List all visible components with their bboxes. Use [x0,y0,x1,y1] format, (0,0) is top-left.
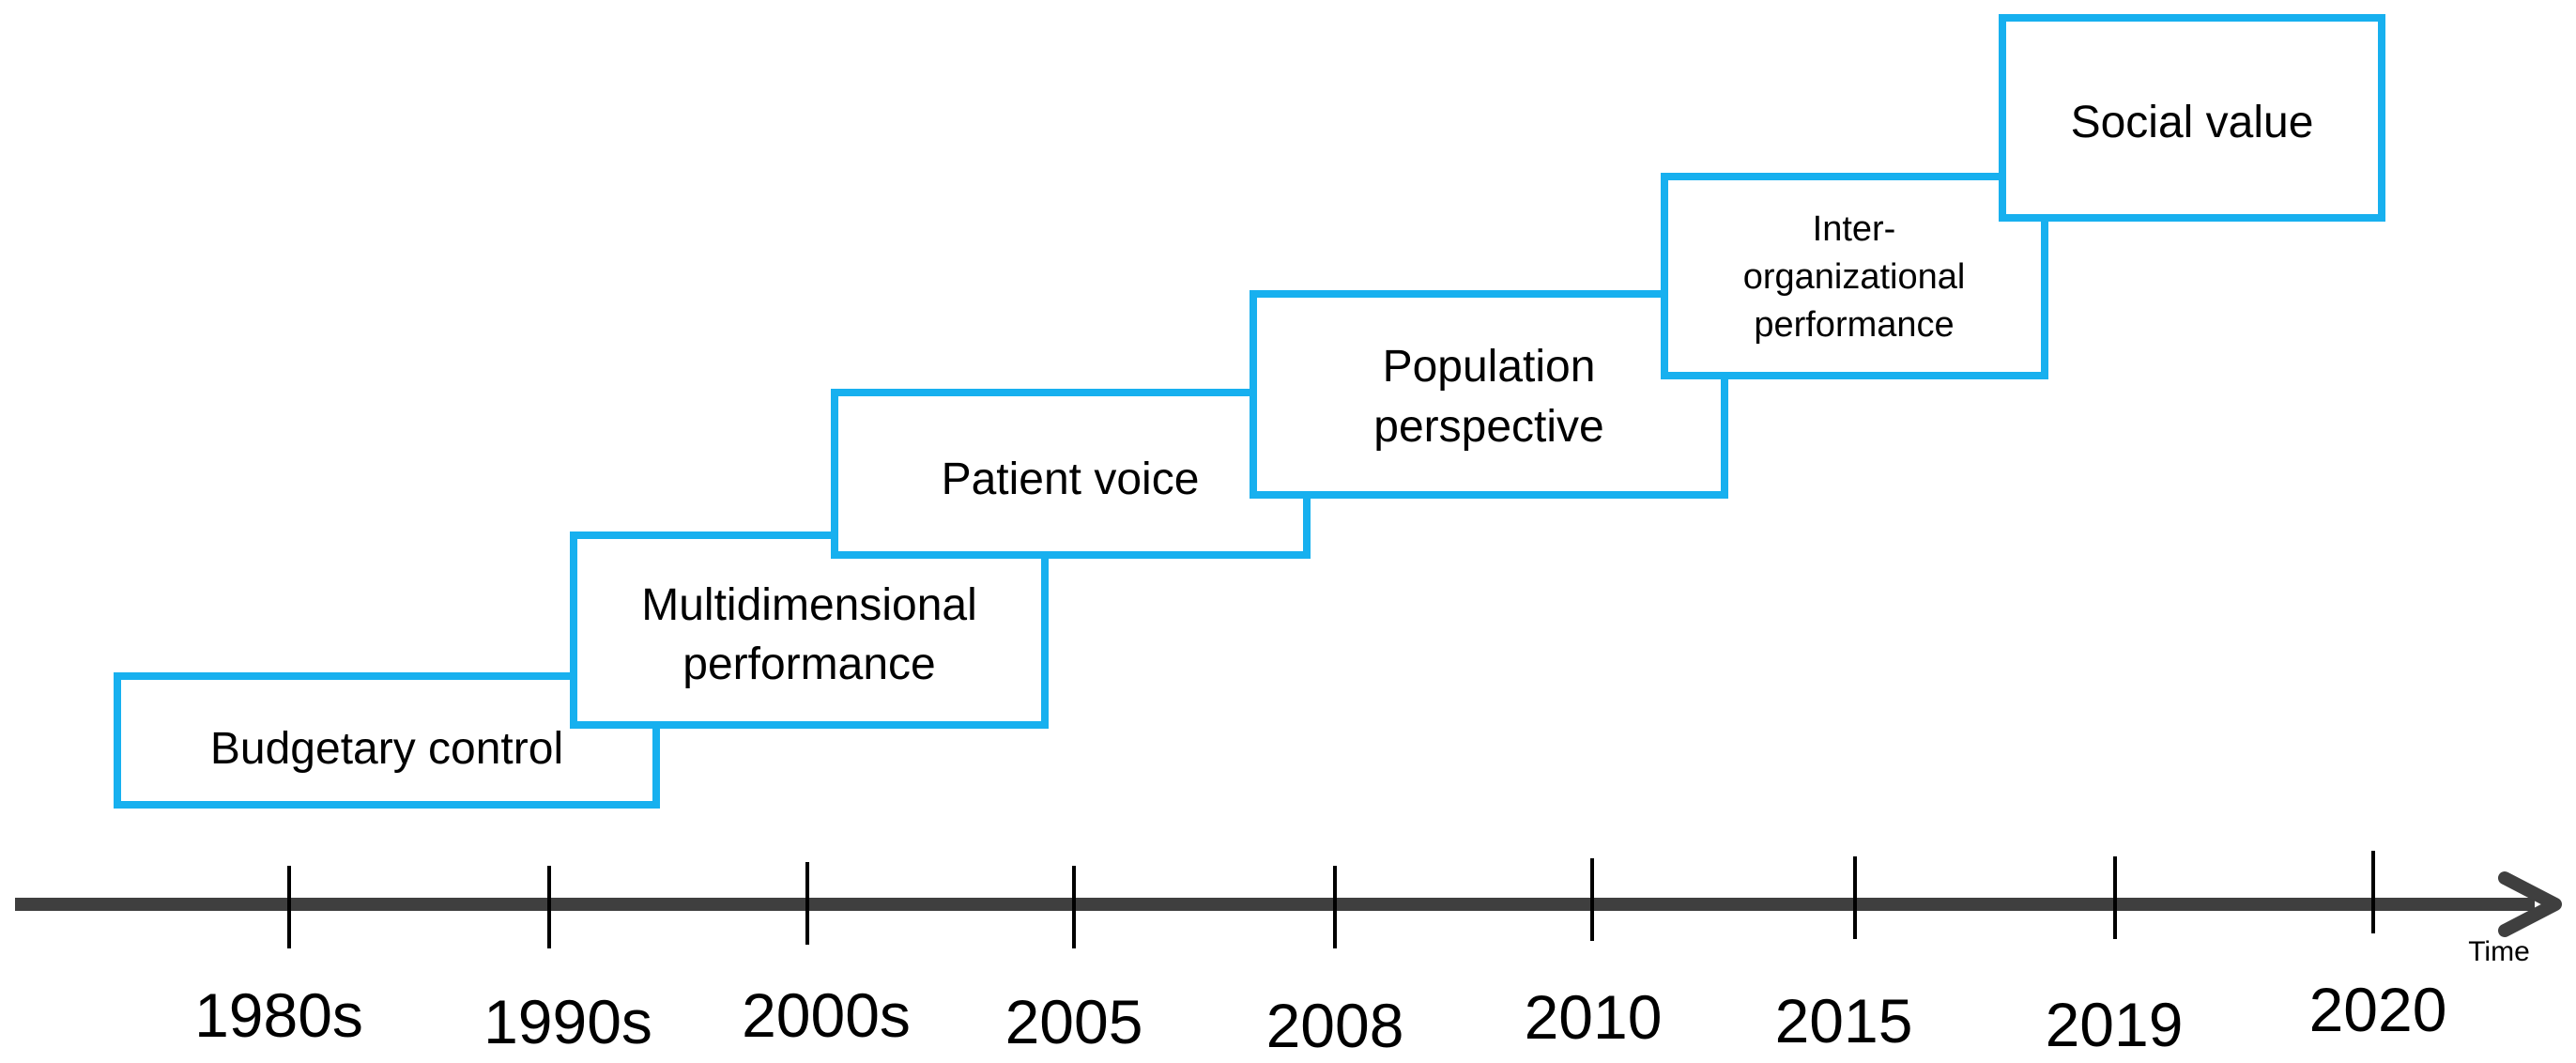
year-label: 2020 [2309,975,2447,1044]
year-label: 2005 [1005,987,1143,1056]
stage-budgetary-control: Budgetary control [114,672,660,809]
stage-label: Budgetary control [210,724,563,774]
stage-label: Population [1383,342,1596,392]
year-label: 2019 [2046,990,2184,1059]
stage-patient-voice: Patient voice [831,389,1311,559]
stage-label: perspective [1373,402,1603,452]
year-label: 1990s [483,987,652,1056]
stage-label: performance [1754,305,1954,345]
stage-label: Multidimensional [641,580,977,630]
stage-box [1661,173,2048,379]
stage-inter-organizational-performance: Inter- organizational performance [1661,173,2048,379]
year-label: 2008 [1266,991,1404,1060]
year-label: 2010 [1525,982,1663,1052]
year-label: 2000s [742,980,911,1050]
stage-box [1999,14,2385,222]
stage-label: Inter- [1813,209,1896,249]
stage-box [831,389,1311,559]
axis-ticks [287,851,2375,948]
stage-label: Patient voice [942,454,1200,504]
year-label: 2015 [1775,986,1913,1055]
stage-label: organizational [1743,257,1966,297]
stage-box [570,532,1049,729]
stage-box [1250,290,1728,499]
stage-label: performance [682,639,935,689]
arrow-head-icon [2498,871,2562,937]
stage-population-perspective: Population perspective [1250,290,1728,499]
year-labels: 1980s 1990s 2000s 2005 2008 2010 2015 20… [194,975,2446,1060]
axis-title: Time [2468,936,2530,967]
stage-social-value: Social value [1999,14,2385,222]
stage-box [114,672,660,809]
time-axis: Time [15,871,2562,967]
year-label: 1980s [194,980,363,1050]
stage-multidimensional-performance: Multidimensional performance [570,532,1049,729]
stage-label: Social value [2071,98,2314,147]
